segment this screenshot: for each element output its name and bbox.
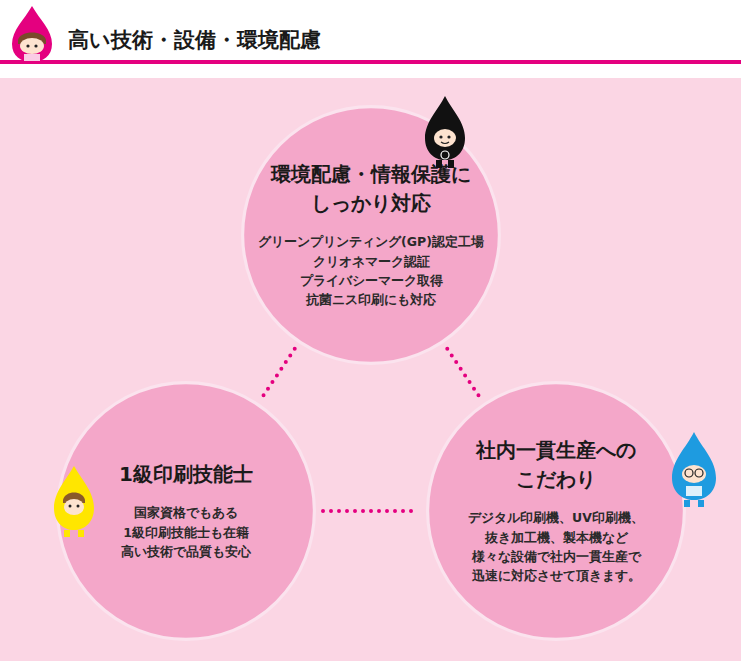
circle-heading: 環境配慮・情報保護に しっかり対応	[251, 160, 491, 218]
circle-content: 環境配慮・情報保護に しっかり対応グリーンプリンティング(GP)認定工場 クリオ…	[240, 104, 502, 366]
page-title: 高い技術・設備・環境配慮	[68, 26, 321, 54]
dotted-connector	[323, 511, 419, 512]
circle-heading: 1級印刷技能士	[76, 460, 296, 489]
circle-body: デジタル印刷機、UV印刷機、 抜き加工機、製本機など 様々な設備で社内一貫生産で…	[436, 508, 676, 586]
feature-circle: 社内一貫生産への こだわりデジタル印刷機、UV印刷機、 抜き加工機、製本機など …	[425, 380, 687, 642]
feature-circle: 環境配慮・情報保護に しっかり対応グリーンプリンティング(GP)認定工場 クリオ…	[240, 104, 502, 366]
pink-panel	[0, 78, 741, 661]
circle-heading: 社内一貫生産への こだわり	[446, 436, 666, 494]
dotted-connector	[447, 349, 479, 397]
circle-body: 国家資格でもある 1級印刷技能士も在籍 高い技術で品質も安心	[76, 503, 296, 561]
pink-drop-character	[12, 6, 52, 62]
circle-body: グリーンプリンティング(GP)認定工場 クリオネマーク認証 プライバシーマーク取…	[246, 232, 496, 310]
circle-content: 1級印刷技能士国家資格でもある 1級印刷技能士も在籍 高い技術で品質も安心	[55, 380, 317, 642]
circle-content: 社内一貫生産への こだわりデジタル印刷機、UV印刷機、 抜き加工機、製本機など …	[425, 380, 687, 642]
feature-circle: 1級印刷技能士国家資格でもある 1級印刷技能士も在籍 高い技術で品質も安心	[55, 380, 317, 642]
header-rule	[0, 60, 741, 64]
dotted-connector	[262, 349, 294, 397]
